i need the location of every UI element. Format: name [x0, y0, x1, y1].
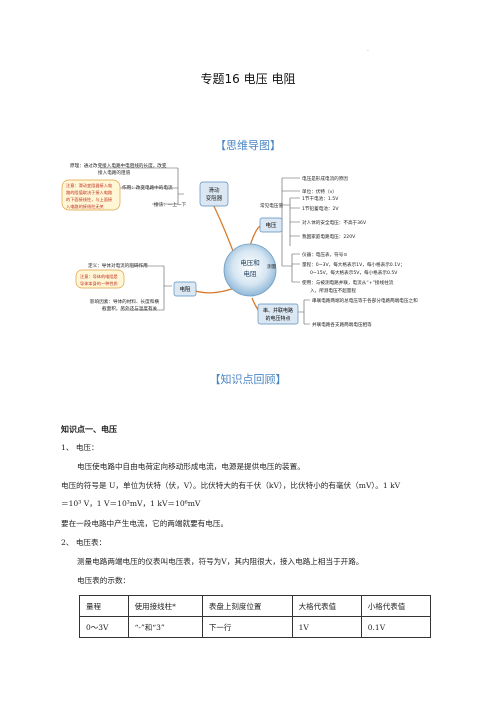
resistance-label: 电阻 [179, 285, 191, 293]
item2-line1: 测量电路两端电压的仪表叫电压表，符号为V，其内阻很大，接入电路上相当于开路。 [77, 557, 364, 566]
rheostat-principle-1: 原理：通过改变接入电路中电阻线的长度，改变 [70, 162, 167, 169]
measure-item-5: 入，所测电压不超量程 [310, 287, 356, 294]
table-cell: 0～3V [79, 616, 129, 638]
item2-label: 2、 电压表： [61, 538, 107, 547]
resist-note-1: 注意：导体的电阻是 [80, 273, 119, 280]
center-label-1: 电压和 [240, 258, 260, 267]
common-value-1: 1节干电池：1.5V [302, 195, 339, 202]
table-header: 量程 [79, 595, 129, 617]
table-cell: “-”和“3” [127, 616, 203, 638]
series-node [257, 303, 299, 325]
item1-line1: 电压使电路中自由电荷定向移动形成电流，电源是提供电压的装置。 [77, 462, 305, 471]
rheostat-note-1: 注意：滑动变阻器接入电 [66, 182, 113, 189]
series-rule-1: 串联电路两端的总电压等于各部分电路两端电压之和 [312, 297, 418, 304]
rheostat-wiring: 接法：一上一下 [154, 201, 187, 208]
series-label-2: 的电压特点 [265, 315, 290, 322]
voltmeter-table: 量程 使用接线柱* 表盘上刻度位置 大格代表值 小格代表值 0～3V “-”和“… [79, 595, 432, 638]
common-value-3: 对人体的安全电压：不高于36V [302, 219, 367, 226]
volt-unit: 单位：伏特（v） [302, 188, 337, 195]
resist-note-box [75, 269, 125, 289]
knowledge-heading: 【知识点回顾】 [209, 373, 287, 386]
mindmap-heading: 【思维导图】 [215, 139, 281, 152]
item2-line2: 电压表的示数： [77, 576, 131, 585]
table-cell: 1V [291, 616, 362, 638]
voltage-node [259, 217, 283, 233]
table-header: 使用接线柱* [127, 595, 203, 617]
table-header: 大格代表值 [291, 595, 362, 617]
item1-line3: ＝10³ V，1 V＝10³mV，1 kV＝10⁶mV [61, 499, 201, 508]
item1-line2: 电压的符号是 U，单位为伏特（伏，V）。比伏特大的有千伏（kV），比伏特小的有毫… [61, 481, 401, 490]
center-label-2: 电阻 [244, 269, 258, 278]
rheostat-label-1: 滑动 [208, 186, 220, 194]
common-value-4: 我国家庭电路电压：220V [302, 233, 356, 240]
rheostat-principle-2: 接入电路的阻值 [98, 169, 131, 176]
rheostat-note-2: 路的阻值取决于接入电路 [66, 189, 113, 196]
resist-note-2: 导体本身的一种性质 [80, 280, 118, 287]
common-node: 常见电压值 [260, 202, 283, 209]
table-header-row: 量程 使用接线柱* 表盘上刻度位置 大格代表值 小格代表值 [79, 595, 432, 617]
mind-map: 电压和 电阻 滑动 变阻器 电压 电阻 串、并联电路 的电压特点 原理：通过改变… [61, 162, 418, 328]
measure-item-1: 仪器：电压表，符号⊙ [302, 251, 347, 258]
item1-label: 1、 电压： [61, 443, 99, 452]
page-dot: . [367, 46, 369, 53]
table-row: 0～3V “-”和“3” 下一行 1V 0.1V [79, 616, 432, 638]
rheostat-function: 作用：改变电路中的电流 [122, 184, 173, 191]
measure-item-3: 0~15V，每大格表示5V，每小格表示0.5V [310, 269, 398, 276]
center-node [223, 243, 277, 297]
rheostat-note-3: 的下面接线柱，与上面接 [66, 196, 113, 203]
knowledge-point-title: 知识点一、电压 [61, 425, 117, 434]
table-cell: 0.1V [360, 616, 432, 638]
resist-def: 定义：导体对电流的阻碍作用 [88, 262, 148, 269]
item1-line4: 要在一段电路中产生电流，它的两端就要有电压。 [61, 519, 229, 528]
measure-item-4: 使用：与被测电路并联，电流从“+”接线柱流 [302, 279, 394, 286]
voltage-label: 电压 [265, 221, 277, 229]
measure-item-2: 量程：0~3V，每大格表示1V，每小格表示0.1V； [302, 261, 405, 268]
table-header: 表盘上刻度位置 [201, 595, 293, 617]
rheostat-node [199, 181, 229, 207]
page-title: 专题16 电压 电阻 [200, 72, 296, 86]
series-label-1: 串、并联电路 [263, 307, 293, 314]
rheostat-label-2: 变阻器 [206, 194, 223, 202]
resistance-node [173, 281, 197, 297]
common-value-2: 1节铅蓄电池：2V [302, 205, 339, 212]
resist-factor-2: 截面积，另外还与温度有关 [102, 305, 158, 312]
measure-node: 测量 [267, 263, 277, 270]
rheostat-note-box [61, 179, 121, 211]
volt-source: 电压是形成电流的原因 [302, 175, 348, 182]
series-rule-2: 并联电路各支路两端电压相等 [312, 321, 372, 328]
table-cell: 下一行 [201, 616, 293, 638]
resist-factor-1: 影响因素：导体的材料、长度和横 [90, 298, 159, 305]
rheostat-note-4: 入电路的接线柱无关 [66, 203, 104, 210]
table-header: 小格代表值 [360, 595, 432, 617]
